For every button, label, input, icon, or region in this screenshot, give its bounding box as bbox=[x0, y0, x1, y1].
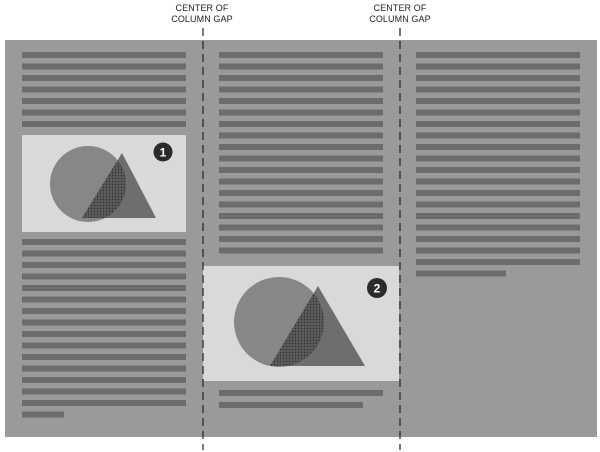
column-2-text-bottom bbox=[219, 390, 383, 408]
badge-1-number: 1 bbox=[160, 146, 167, 160]
column-gap-label-2: CENTER OF COLUMN GAP bbox=[369, 3, 431, 24]
text-line bbox=[219, 224, 383, 231]
text-line bbox=[416, 63, 580, 70]
text-line bbox=[416, 109, 580, 116]
text-line bbox=[22, 411, 64, 418]
column-3-text bbox=[416, 52, 580, 277]
text-line bbox=[219, 109, 383, 116]
text-line bbox=[219, 132, 383, 139]
text-line bbox=[22, 319, 186, 326]
text-line bbox=[22, 388, 186, 395]
text-line bbox=[416, 75, 580, 81]
text-line bbox=[22, 354, 186, 360]
text-line bbox=[219, 190, 383, 196]
text-line bbox=[22, 400, 186, 406]
text-line bbox=[219, 247, 383, 254]
text-line bbox=[416, 144, 580, 150]
text-line bbox=[22, 98, 186, 104]
text-line bbox=[22, 63, 186, 70]
text-line bbox=[22, 75, 186, 81]
text-line bbox=[22, 109, 186, 116]
text-line bbox=[219, 63, 383, 70]
text-line bbox=[219, 236, 383, 242]
text-line bbox=[22, 239, 186, 245]
text-line bbox=[416, 178, 580, 185]
text-line bbox=[219, 402, 363, 408]
text-line bbox=[416, 213, 580, 219]
image-2: 2 bbox=[203, 266, 399, 381]
text-line bbox=[219, 178, 383, 185]
text-line bbox=[219, 167, 383, 173]
text-line bbox=[219, 390, 383, 396]
text-line bbox=[416, 236, 580, 242]
text-line bbox=[219, 121, 383, 127]
text-line bbox=[22, 52, 186, 58]
text-line bbox=[219, 52, 383, 58]
text-line bbox=[219, 155, 383, 162]
text-line bbox=[416, 167, 580, 173]
text-line bbox=[219, 213, 383, 219]
text-line bbox=[219, 98, 383, 104]
text-line bbox=[22, 365, 186, 372]
text-line bbox=[22, 342, 186, 349]
column-1-text-bottom bbox=[22, 239, 186, 418]
text-line bbox=[416, 201, 580, 208]
text-line bbox=[22, 377, 186, 383]
text-line bbox=[416, 52, 580, 58]
text-line bbox=[416, 155, 580, 162]
text-line bbox=[22, 250, 186, 257]
text-line bbox=[416, 224, 580, 231]
text-line bbox=[416, 247, 580, 254]
image-2-overlap bbox=[270, 286, 324, 366]
text-line bbox=[219, 86, 383, 93]
image-1-overlap bbox=[82, 153, 126, 218]
text-line bbox=[22, 331, 186, 337]
text-line bbox=[416, 132, 580, 139]
column-1-text-top bbox=[22, 52, 186, 127]
text-line bbox=[416, 259, 580, 265]
text-line bbox=[219, 201, 383, 208]
badge-1 bbox=[153, 142, 173, 162]
text-line bbox=[416, 86, 580, 93]
text-line bbox=[416, 190, 580, 196]
text-line bbox=[219, 144, 383, 150]
text-line bbox=[22, 86, 186, 93]
column-2-text-top bbox=[219, 52, 383, 254]
text-line bbox=[22, 296, 186, 303]
text-line bbox=[416, 98, 580, 104]
text-line bbox=[22, 121, 186, 127]
image-1: 1 bbox=[22, 135, 186, 232]
text-line bbox=[22, 262, 186, 268]
badge-2-number: 2 bbox=[374, 282, 381, 296]
badge-2 bbox=[367, 278, 387, 298]
text-line bbox=[22, 285, 186, 291]
text-line bbox=[22, 308, 186, 314]
text-line bbox=[219, 75, 383, 81]
text-line bbox=[416, 121, 580, 127]
text-line bbox=[416, 270, 506, 277]
text-line bbox=[22, 273, 186, 280]
column-gap-label-1: CENTER OF COLUMN GAP bbox=[171, 3, 233, 24]
